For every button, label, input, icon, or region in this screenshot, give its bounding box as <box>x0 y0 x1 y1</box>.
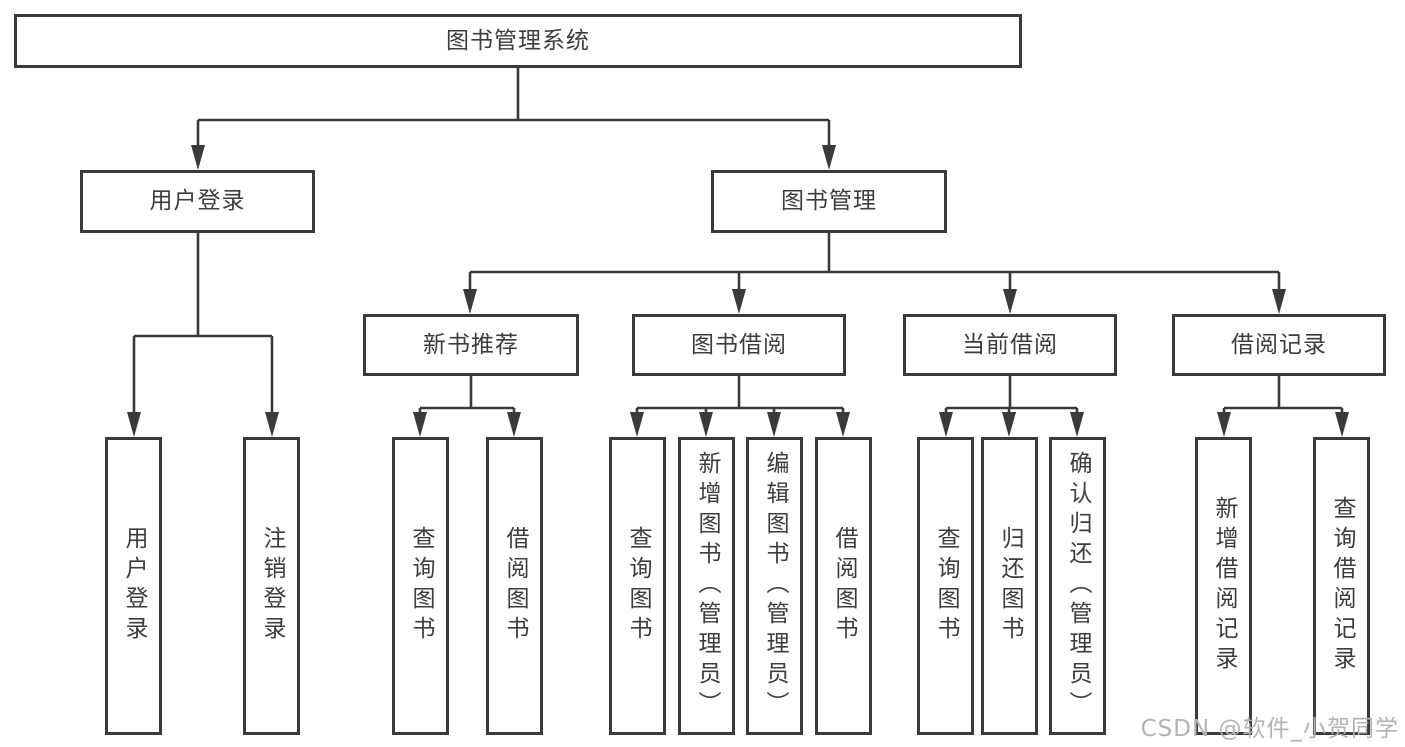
node-new-book-recommend: 新书推荐 <box>363 314 579 376</box>
leaf-user-login: 用户登录 <box>105 437 162 735</box>
leaf-records-add-record: 新增借阅记录 <box>1195 437 1252 735</box>
leaf-newrec-borrow-books: 借阅图书 <box>486 437 543 735</box>
leaf-label: 确认归还（管理员） <box>1065 451 1091 721</box>
leaf-borrow-edit-books-admin: 编辑图书（管理员） <box>746 437 803 735</box>
leaf-label: 新增借阅记录 <box>1211 496 1237 676</box>
node-label: 图书管理 <box>781 188 877 214</box>
leaf-borrow-add-books-admin: 新增图书（管理员） <box>678 437 735 735</box>
node-root: 图书管理系统 <box>14 14 1022 68</box>
leaf-label: 编辑图书（管理员） <box>762 451 788 721</box>
node-book-borrow: 图书借阅 <box>632 314 846 376</box>
node-current-borrow: 当前借阅 <box>903 314 1117 376</box>
leaf-label: 借阅图书 <box>502 526 528 646</box>
node-user-login: 用户登录 <box>80 170 315 233</box>
leaf-label: 新增图书（管理员） <box>694 451 720 721</box>
arrowheads <box>127 145 1349 437</box>
leaf-current-query-books: 查询图书 <box>917 437 974 735</box>
leaf-label: 查询图书 <box>625 526 651 646</box>
node-book-management: 图书管理 <box>711 170 947 233</box>
leaf-logout: 注销登录 <box>243 437 300 735</box>
node-label: 用户登录 <box>149 188 246 214</box>
leaf-newrec-query-books: 查询图书 <box>392 437 449 735</box>
leaf-label: 查询借阅记录 <box>1329 496 1355 676</box>
csdn-watermark: CSDN @软件_小贺同学 <box>1140 716 1399 742</box>
leaf-label: 用户登录 <box>121 526 147 646</box>
node-label: 图书借阅 <box>691 331 787 358</box>
node-label: 当前借阅 <box>962 331 1058 358</box>
leaf-borrow-borrow-books: 借阅图书 <box>815 437 872 735</box>
node-label: 借阅记录 <box>1231 331 1327 358</box>
node-label: 图书管理系统 <box>446 27 590 54</box>
leaf-label: 借阅图书 <box>831 526 857 646</box>
leaf-borrow-query-books: 查询图书 <box>609 437 666 735</box>
leaf-current-return-books: 归还图书 <box>981 437 1038 735</box>
leaf-records-query-record: 查询借阅记录 <box>1313 437 1370 735</box>
leaf-label: 归还图书 <box>997 526 1023 646</box>
node-borrow-records: 借阅记录 <box>1172 314 1386 376</box>
leaf-label: 查询图书 <box>933 526 959 646</box>
leaf-label: 查询图书 <box>408 526 434 646</box>
node-label: 新书推荐 <box>423 331 519 358</box>
leaf-current-confirm-return-admin: 确认归还（管理员） <box>1049 437 1106 735</box>
leaf-label: 注销登录 <box>259 526 285 646</box>
